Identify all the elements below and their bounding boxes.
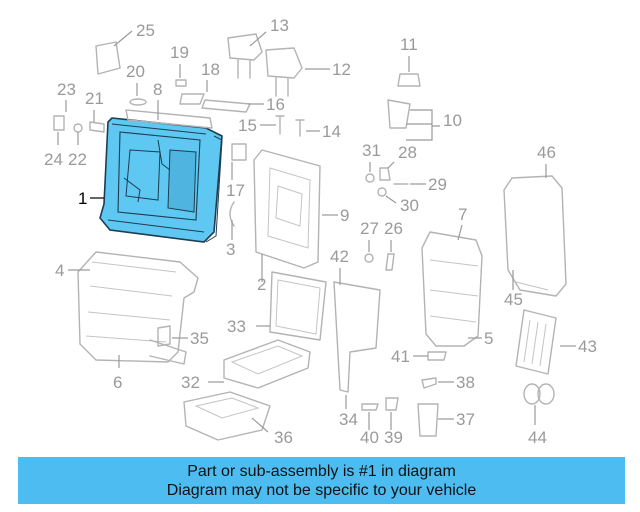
callout-36[interactable]: 36 <box>274 428 293 447</box>
leader-line-36 <box>251 417 269 433</box>
callout-41[interactable]: 41 <box>391 347 410 366</box>
callout-39[interactable]: 39 <box>384 428 403 447</box>
callout-15[interactable]: 15 <box>238 116 257 135</box>
callout-20[interactable]: 20 <box>126 62 145 81</box>
callout-9[interactable]: 9 <box>340 206 349 225</box>
callout-38[interactable]: 38 <box>456 373 475 392</box>
small-parts <box>53 33 555 437</box>
leader-line-13 <box>249 31 267 47</box>
callout-14[interactable]: 14 <box>322 122 341 141</box>
callout-21[interactable]: 21 <box>85 89 104 108</box>
callout-1[interactable]: 1 <box>78 189 87 208</box>
part-1-seat-back-frame[interactable] <box>99 117 223 243</box>
part-46-cover[interactable] <box>503 175 567 297</box>
leader-line-7 <box>457 224 463 241</box>
callout-35[interactable]: 35 <box>190 329 209 348</box>
callout-42[interactable]: 42 <box>330 247 349 266</box>
banner-line-2: Diagram may not be specific to your vehi… <box>166 481 477 499</box>
part-9-seat-back[interactable] <box>253 149 321 269</box>
callout-31[interactable]: 31 <box>362 141 381 160</box>
part-42-side-trim[interactable] <box>333 281 381 393</box>
callout-27[interactable]: 27 <box>360 219 379 238</box>
callout-3[interactable]: 3 <box>226 240 235 259</box>
callout-22[interactable]: 22 <box>68 150 87 169</box>
callout-12[interactable]: 12 <box>332 60 351 79</box>
callout-5[interactable]: 5 <box>484 329 493 348</box>
leader-line-30 <box>385 195 397 204</box>
callout-8[interactable]: 8 <box>153 80 162 99</box>
part-7-side-bolster[interactable] <box>421 231 483 347</box>
leader-bracket-10 <box>406 109 440 141</box>
callout-33[interactable]: 33 <box>227 317 246 336</box>
callout-32[interactable]: 32 <box>181 373 200 392</box>
callout-4[interactable]: 4 <box>55 261 64 280</box>
callout-6[interactable]: 6 <box>113 373 122 392</box>
part-4-6-seat-cushion[interactable] <box>77 251 199 365</box>
callout-16[interactable]: 16 <box>266 95 285 114</box>
callout-45[interactable]: 45 <box>504 290 523 309</box>
callout-17[interactable]: 17 <box>226 181 245 200</box>
part-8-upper-trim[interactable] <box>125 99 251 129</box>
callout-46[interactable]: 46 <box>537 143 556 162</box>
callout-34[interactable]: 34 <box>339 410 358 429</box>
part-33-frame-wire[interactable] <box>269 271 327 341</box>
parts-diagram: 1234567891011121314151617181920212223242… <box>44 16 597 447</box>
callout-43[interactable]: 43 <box>578 337 597 356</box>
callout-24[interactable]: 24 <box>44 150 63 169</box>
leader-line-28 <box>387 161 395 169</box>
callout-26[interactable]: 26 <box>384 219 403 238</box>
callout-11[interactable]: 11 <box>400 35 418 54</box>
callout-labels: 1234567891011121314151617181920212223242… <box>44 16 597 447</box>
callout-29[interactable]: 29 <box>428 175 447 194</box>
callout-25[interactable]: 25 <box>136 21 155 40</box>
leader-line-25 <box>113 30 133 47</box>
part-43-panel[interactable] <box>515 309 557 375</box>
callout-28[interactable]: 28 <box>398 143 417 162</box>
callout-19[interactable]: 19 <box>170 43 189 62</box>
callout-18[interactable]: 18 <box>201 60 220 79</box>
callout-2[interactable]: 2 <box>257 275 266 294</box>
callout-13[interactable]: 13 <box>270 16 289 35</box>
callout-37[interactable]: 37 <box>456 410 475 429</box>
callout-40[interactable]: 40 <box>360 428 379 447</box>
callout-23[interactable]: 23 <box>57 80 76 99</box>
part-32-cushion-pad[interactable] <box>223 339 311 389</box>
callout-44[interactable]: 44 <box>528 428 547 447</box>
callout-30[interactable]: 30 <box>400 196 419 215</box>
callout-7[interactable]: 7 <box>458 205 467 224</box>
banner-line-1: Part or sub-assembly is #1 in diagram <box>187 462 456 480</box>
info-banner: Part or sub-assembly is #1 in diagram Di… <box>18 457 625 504</box>
callout-10[interactable]: 10 <box>443 111 462 130</box>
part-36-seat-frame[interactable] <box>183 391 271 441</box>
